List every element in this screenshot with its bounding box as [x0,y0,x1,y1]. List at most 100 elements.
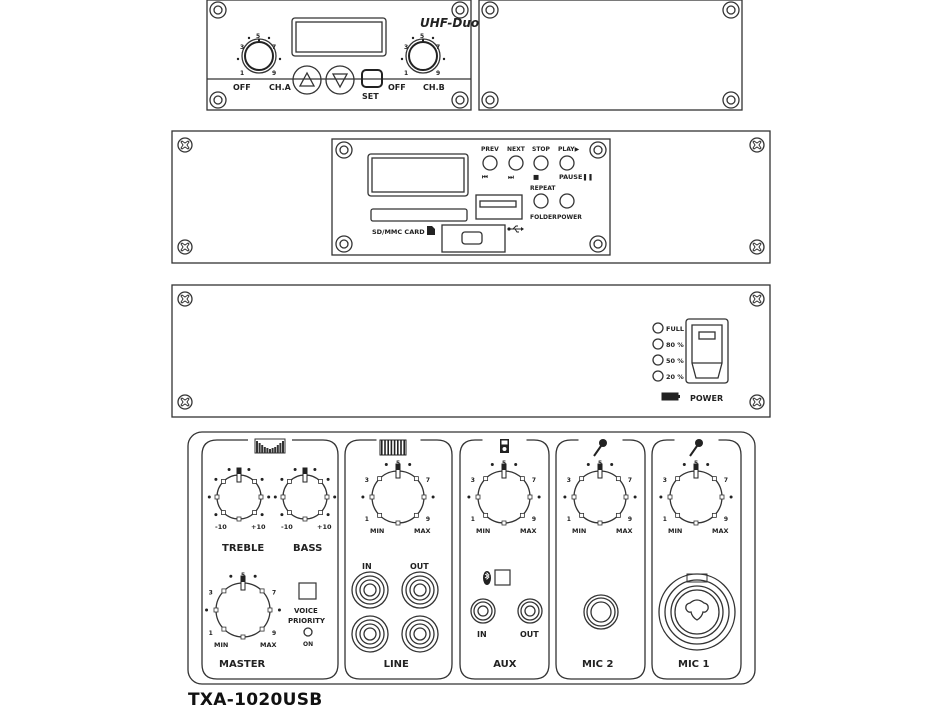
power-switch[interactable] [685,318,729,384]
battery-led [652,370,664,382]
knob-scale-label: 7 [628,477,632,484]
ch-b-label: CH.B [423,83,445,92]
aux-in-jack[interactable] [470,598,496,624]
media-rack-frame [171,130,771,264]
media-button-prev[interactable] [482,155,498,171]
knob-scale-label: 3 [240,44,244,51]
media-button-stop[interactable] [533,155,549,171]
knob-scale-label: 5 [694,460,698,467]
mixer-section-frame [201,439,339,680]
knob-scale-label: 9 [426,516,430,523]
knob-scale-label: 7 [532,477,536,484]
down-button[interactable] [325,65,355,95]
ch-a-off-label: OFF [233,83,251,92]
knob-scale-label: 3 [404,44,408,51]
media-button-icon-label: PAUSE❚❚ [559,173,593,181]
media-power-button[interactable] [559,193,575,209]
media-power-label: POWER [557,214,582,221]
knob-scale-label: 3 [567,477,571,484]
knob-min-label: MIN [572,527,586,535]
sd-card-slot[interactable] [370,208,468,222]
ch-b-off-label: OFF [388,83,406,92]
knob-scale-label: 9 [272,630,276,637]
power-rack-frame [171,284,771,418]
knob-scale-label: 7 [272,589,276,596]
phillips-screw-icon [177,239,193,255]
channel-name-label: MIC 2 [582,659,613,670]
uhf-display [291,17,387,57]
phillips-screw-icon [749,291,765,307]
knob-max-label: MAX [414,527,431,535]
screw-icon [589,235,607,253]
repeat-folder-button[interactable] [533,193,549,209]
power-label: POWER [690,394,723,403]
knob-scale-label: 9 [436,70,440,77]
model-title: TXA-1020USB [188,690,323,710]
screw-icon [722,1,740,19]
knob-scale-label: 7 [436,44,440,51]
battery-icon [661,392,680,401]
aux-out-jack[interactable] [517,598,543,624]
media-button-label: STOP [532,146,551,153]
treble-knob[interactable]: -10 +10 [207,467,271,531]
set-label: SET [362,92,379,101]
down-arrow-icon [331,73,349,89]
line-in-jack-2[interactable] [351,615,389,653]
phillips-screw-icon [749,394,765,410]
blank-module [478,0,743,111]
usb-port[interactable] [475,194,523,220]
aux-in-label: IN [477,630,487,639]
microphone-icon [593,439,607,457]
knob-min-label: -10 [281,523,293,531]
line-in-jack-1[interactable] [351,571,389,609]
bluetooth-pair-button[interactable] [494,569,511,586]
knob-max-label: +10 [251,523,266,531]
knob-scale-label: 7 [272,44,276,51]
set-button[interactable] [361,69,383,88]
media-button-icon-label: ⏭ [508,173,514,181]
knob-min-label: -10 [215,523,227,531]
bass-knob[interactable]: -10+10 [273,467,337,531]
voice-priority-button[interactable] [298,582,317,600]
knob-scale-label: 9 [724,516,728,523]
media-button-label: PREV [481,146,499,153]
folder-label: FOLDER [530,214,557,221]
media-button-icon-label: ■ [533,173,539,181]
mic2-jack[interactable] [583,594,619,630]
battery-level-label: 20 % [666,373,684,381]
line-out-label: OUT [410,562,429,571]
usb-icon [507,225,524,233]
knob-scale-label: 9 [532,516,536,523]
screw-icon [335,141,353,159]
bass-label: BASS [293,543,322,554]
media-button-label: PLAY▶ [558,146,580,153]
battery-led [652,322,664,334]
media-button-next[interactable] [508,155,524,171]
screw-icon [481,1,499,19]
knob-scale-label: 3 [365,477,369,484]
up-button[interactable] [292,65,322,95]
uhf-brand: UHF-Duo [420,16,479,30]
media-button-play[interactable] [559,155,575,171]
line-out-jack-2[interactable] [401,615,439,653]
mic1-combo-jack[interactable] [658,573,736,651]
aux-out-label: OUT [520,630,539,639]
knob-scale-label: 5 [396,460,400,467]
knob-scale-label: 5 [420,33,424,40]
screw-icon [481,91,499,109]
line-out-jack-1[interactable] [401,571,439,609]
media-rack-panel: SD/MMC CARD PREV⏮NEXT⏭STOP■PLAY▶PAUSE❚❚ … [171,130,771,264]
screw-icon [722,91,740,109]
mixer-section-frame [555,439,646,680]
treble-label: TREBLE [222,543,264,554]
